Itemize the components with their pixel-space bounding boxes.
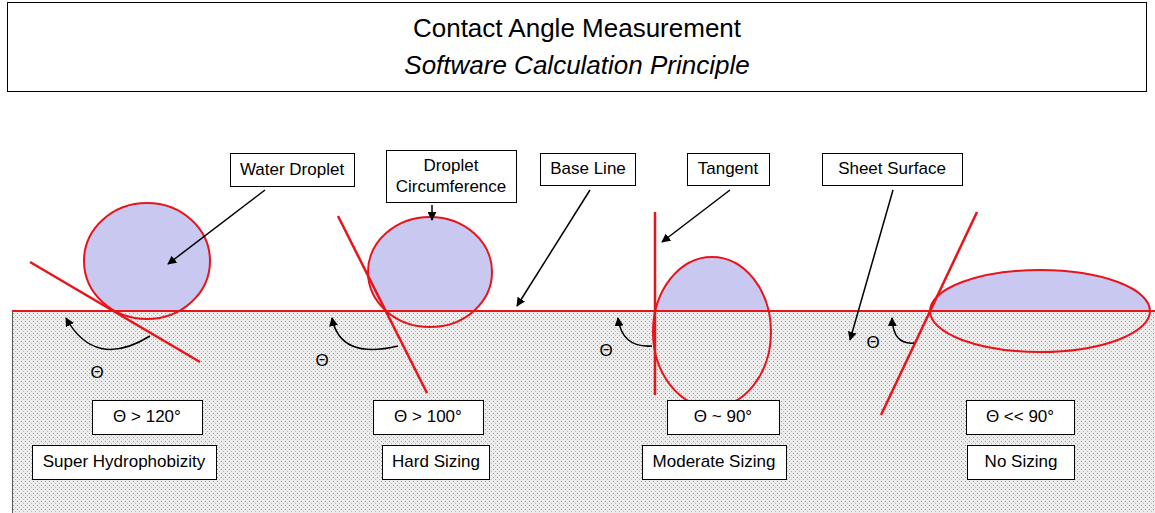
box-text: Super Hydrophobizity: [43, 452, 206, 472]
category-box: Moderate Sizing: [642, 445, 787, 480]
angle-symbol: Θ: [90, 364, 103, 381]
callout-box: Sheet Surface: [822, 153, 963, 186]
callout-box: Base Line: [540, 153, 636, 186]
angle-value-box: Θ ~ 90°: [667, 400, 780, 435]
box-text: Water Droplet: [240, 160, 344, 180]
box-text: Θ << 90°: [986, 407, 1054, 427]
category-box: Super Hydrophobizity: [32, 445, 217, 480]
box-text: Θ > 120°: [113, 407, 181, 427]
droplet-circumference: [653, 257, 771, 407]
leader-arrow: [431, 205, 433, 220]
angle-value-box: Θ << 90°: [966, 400, 1075, 435]
box-text: Θ > 100°: [394, 407, 462, 427]
angle-symbol: Θ: [866, 334, 879, 351]
box-text: Hard Sizing: [392, 452, 480, 472]
title-box: Contact Angle MeasurementSoftware Calcul…: [7, 2, 1147, 92]
box-text: Tangent: [698, 159, 759, 179]
leader-arrow: [662, 190, 730, 242]
tangent-line: [338, 216, 427, 393]
angle-arc: [892, 318, 914, 343]
callout-box: Water Droplet: [230, 153, 355, 187]
droplet-fill: [84, 203, 210, 319]
angle-arc: [332, 318, 398, 350]
title-text: Contact Angle Measurement: [413, 13, 741, 44]
leader-arrow: [850, 190, 893, 340]
category-box: Hard Sizing: [382, 445, 490, 480]
leader-arrow: [517, 190, 590, 306]
base-line: [12, 310, 1155, 312]
category-box: No Sizing: [967, 445, 1075, 480]
tangent-line: [654, 212, 657, 395]
angle-arc: [66, 318, 150, 349]
angle-symbol: Θ: [315, 352, 328, 369]
angle-value-box: Θ > 120°: [92, 400, 203, 435]
sheet-edge: [12, 311, 13, 513]
angle-symbol: Θ: [599, 342, 612, 359]
box-text: Base Line: [550, 159, 626, 179]
tangent-line: [881, 212, 977, 415]
angle-value-box: Θ > 100°: [373, 400, 484, 435]
angle-arc: [618, 318, 652, 346]
box-text: No Sizing: [985, 452, 1058, 472]
box-text: Sheet Surface: [838, 159, 946, 179]
box-text: Θ ~ 90°: [694, 407, 752, 427]
leader-arrow: [168, 190, 265, 264]
subtitle-text: Software Calculation Principle: [404, 50, 749, 81]
droplet-circumference: [84, 203, 210, 319]
tangent-line: [30, 262, 200, 362]
callout-box: Tangent: [687, 153, 770, 186]
sheet-surface: [12, 311, 1155, 513]
box-text: Moderate Sizing: [653, 452, 776, 472]
callout-box: Droplet Circumference: [386, 150, 517, 203]
box-text: Droplet Circumference: [395, 156, 508, 197]
